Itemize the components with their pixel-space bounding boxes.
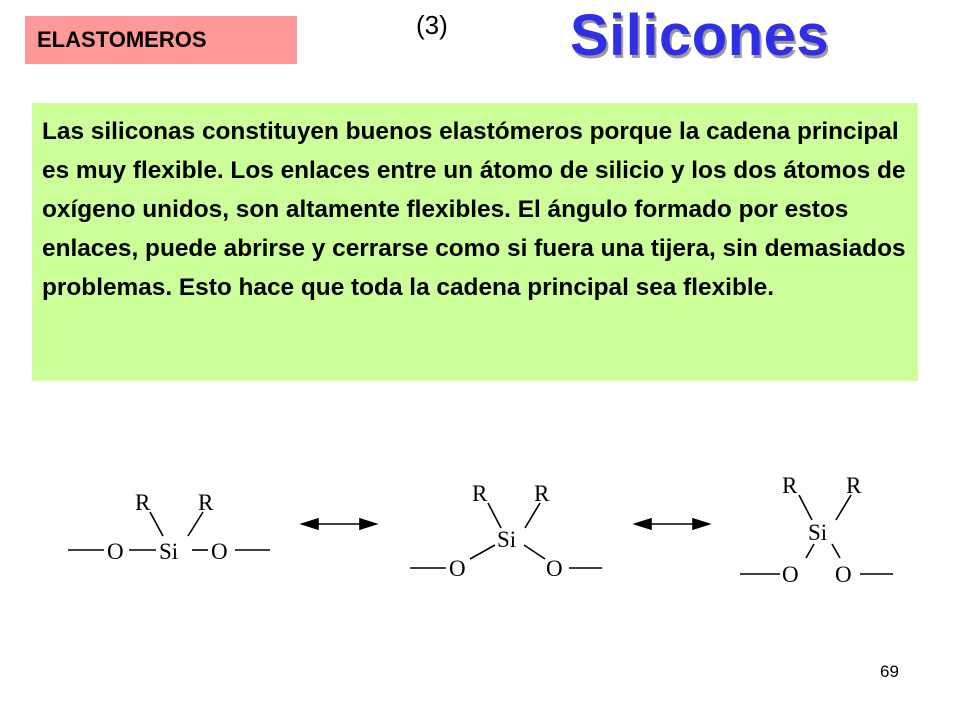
r-label: R (534, 481, 550, 506)
double-arrow-icon (299, 517, 379, 531)
page-title: Silicones (570, 3, 830, 68)
si-label: Si (808, 520, 827, 545)
section-tag: ELASTOMEROS (25, 16, 297, 64)
slide-index: (3) (416, 10, 448, 40)
explanation-text: Las siliconas constituyen buenos elastóm… (42, 118, 906, 301)
r-label: R (198, 490, 214, 515)
r-label: R (472, 481, 488, 506)
o-label: O (107, 539, 124, 564)
r-label: R (135, 490, 151, 515)
si-label: Si (497, 527, 516, 552)
o-label: O (449, 556, 466, 581)
double-arrow-icon (632, 517, 712, 531)
o-label: O (835, 562, 852, 587)
o-label: O (211, 539, 228, 564)
siloxane-bond-diagram: R R Si O O R R Si O O R R Si O O (68, 473, 893, 587)
r-label: R (846, 473, 862, 498)
r-label: R (782, 473, 798, 498)
explanation-box: Las siliconas constituyen buenos elastóm… (32, 103, 918, 381)
o-label: O (782, 562, 799, 587)
si-label: Si (159, 539, 178, 564)
o-label: O (546, 556, 563, 581)
page-number: 69 (880, 662, 899, 681)
